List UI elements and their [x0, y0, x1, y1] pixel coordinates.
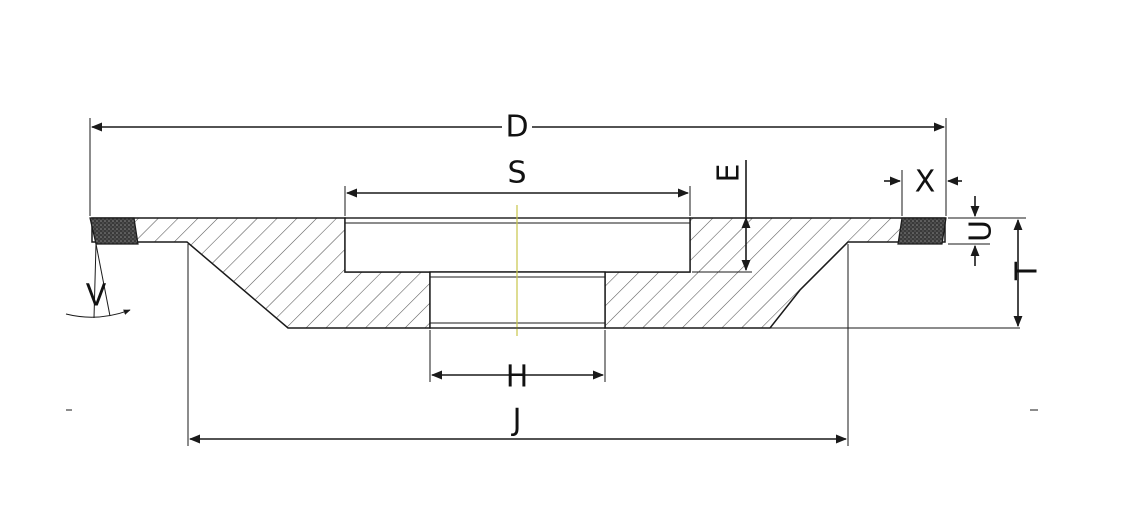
- abrasive-segment-left: [89, 217, 139, 245]
- label-T: T: [1010, 261, 1045, 281]
- label-X: X: [915, 165, 936, 200]
- label-V: V: [86, 279, 107, 314]
- label-U: U: [964, 220, 999, 242]
- label-D: D: [505, 110, 528, 145]
- label-S: S: [507, 156, 526, 191]
- label-H: H: [506, 360, 529, 395]
- label-J: J: [511, 403, 522, 438]
- label-E: E: [712, 164, 747, 183]
- abrasive-segment-right: [897, 217, 947, 245]
